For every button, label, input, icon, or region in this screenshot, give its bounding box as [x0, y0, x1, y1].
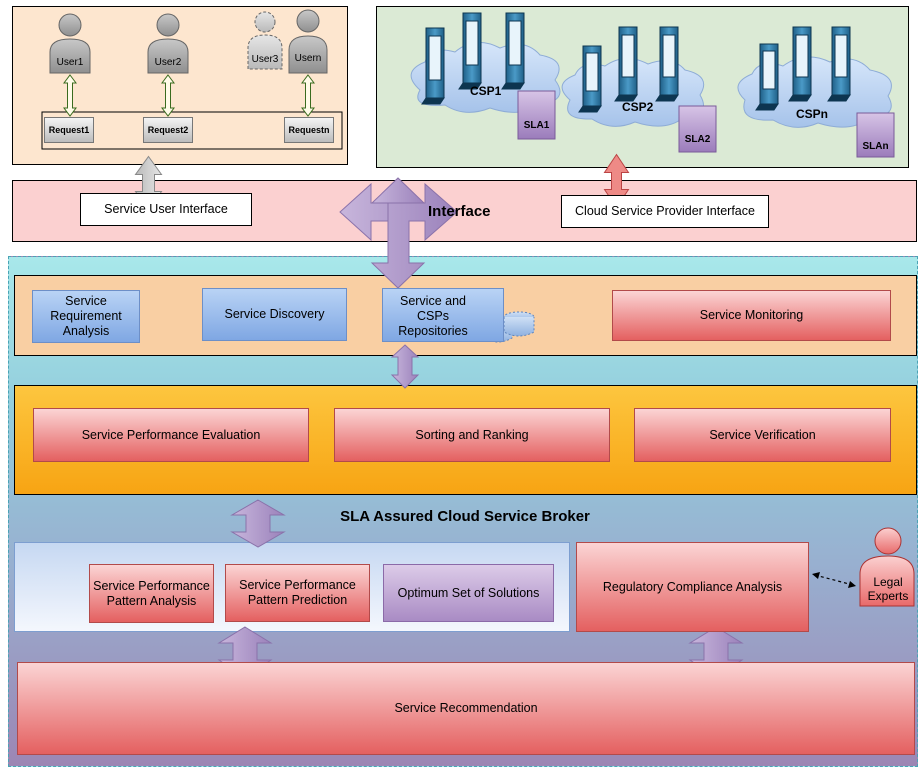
service-discovery-box: Service Discovery [202, 288, 347, 341]
service-user-interface-box: Service User Interface [80, 193, 252, 226]
sla1-box [517, 90, 556, 140]
repositories-label: Service and CSPs Repositories [398, 293, 468, 338]
optimum-solutions-box: Optimum Set of Solutions [383, 564, 554, 622]
evaluation-prediction-arrow [230, 499, 286, 548]
service-recommendation-box: Service Recommendation [17, 662, 915, 755]
user3-icon [247, 11, 283, 70]
repositories-box: Service and CSPs Repositories [382, 288, 504, 342]
slan-box [856, 112, 895, 158]
service-monitoring-box: Service Monitoring [612, 290, 891, 341]
requestn-box: Requestn [284, 117, 334, 143]
request2-box: Request2 [143, 117, 193, 143]
regulatory-compliance-box: Regulatory Compliance Analysis [576, 542, 809, 632]
usern-label: Usern [294, 52, 322, 64]
interface-title: Interface [428, 203, 491, 220]
sla2-label: SLA2 [684, 133, 711, 145]
csp-interface-box: Cloud Service Provider Interface [561, 195, 769, 228]
cspn-label: CSPn [796, 107, 829, 121]
legal-expert-icon [859, 527, 915, 607]
discovery-evaluation-arrow [390, 344, 420, 389]
user1-label: User1 [56, 56, 84, 68]
legal-experts-label: Legal Experts [867, 575, 909, 603]
user3-label: User3 [251, 53, 279, 65]
slan-label: SLAn [862, 140, 889, 152]
broker-title: SLA Assured Cloud Service Broker [340, 507, 590, 525]
user2-icon [147, 13, 189, 74]
user2-label: User2 [154, 56, 182, 68]
sla2-box [678, 105, 717, 153]
pattern-prediction-box: Service Performance Pattern Prediction [225, 564, 370, 622]
requirement-analysis-box: Service Requirement Analysis [32, 290, 140, 343]
sorting-ranking-box: Sorting and Ranking [334, 408, 610, 462]
pattern-analysis-box: Service Performance Pattern Analysis [89, 564, 214, 623]
sla1-label: SLA1 [523, 119, 550, 131]
user1-icon [49, 13, 91, 74]
request1-box: Request1 [44, 117, 94, 143]
usern-icon [288, 9, 328, 74]
csp2-label: CSP2 [622, 100, 654, 114]
performance-evaluation-box: Service Performance Evaluation [33, 408, 309, 462]
csp1-label: CSP1 [470, 84, 502, 98]
legal-connector [814, 574, 854, 586]
server-icons [421, 12, 851, 113]
service-verification-box: Service Verification [634, 408, 891, 462]
